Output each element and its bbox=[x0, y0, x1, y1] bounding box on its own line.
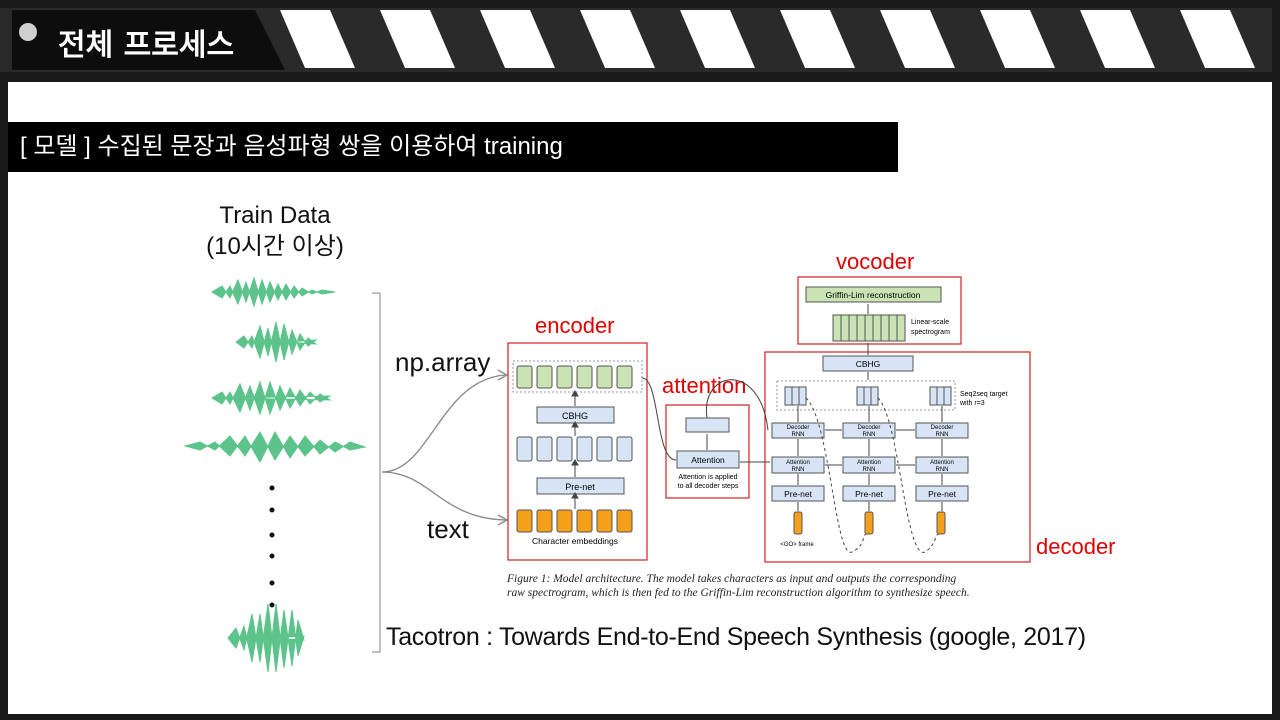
arrow-to-encoder-top bbox=[381, 374, 506, 473]
page-title: 전체 프로세스 bbox=[58, 28, 235, 63]
seq2seq-text-2: with r=3 bbox=[959, 400, 985, 407]
subtitle-banner: [ 모델 ] 수집된 문장과 음성파형 쌍을 이용하여 training bbox=[8, 122, 898, 172]
waveform-icon bbox=[235, 321, 318, 363]
svg-text:RNN: RNN bbox=[863, 432, 876, 438]
spectrogram-cells bbox=[832, 314, 906, 342]
spectrogram-text: spectrogram bbox=[911, 329, 950, 336]
encoder-label: encoder bbox=[535, 313, 615, 338]
caption-line-2: raw spectrogram, which is then fed to th… bbox=[507, 587, 970, 599]
char-embedding-cells bbox=[516, 509, 633, 533]
encoder-hidden-cells bbox=[516, 436, 633, 462]
bracket bbox=[372, 292, 381, 653]
encoder-prenet-box bbox=[536, 477, 625, 495]
svg-text:Decoder: Decoder bbox=[858, 425, 881, 431]
attention-box bbox=[676, 450, 740, 469]
seq2seq-text-1: Seq2seq target bbox=[960, 391, 1008, 398]
svg-text:Attention: Attention bbox=[786, 460, 810, 466]
text-label: text bbox=[427, 514, 469, 544]
np-array-label: np.array bbox=[395, 347, 491, 377]
svg-text:RNN: RNN bbox=[863, 467, 876, 473]
attention-rnn-boxes bbox=[771, 456, 969, 474]
svg-text:Decoder: Decoder bbox=[931, 425, 954, 431]
svg-text:RNN: RNN bbox=[936, 467, 949, 473]
svg-text:RNN: RNN bbox=[792, 432, 805, 438]
waveform-icon bbox=[183, 430, 367, 464]
vocoder-outline bbox=[797, 276, 962, 345]
decoder-label: decoder bbox=[1036, 534, 1116, 559]
waveform-icon bbox=[211, 380, 332, 416]
waveform-icon bbox=[227, 603, 305, 673]
ellipsis-dots bbox=[269, 485, 275, 608]
svg-text:Pre-net: Pre-net bbox=[784, 489, 813, 499]
attention-note-2: to all decoder steps bbox=[678, 483, 739, 490]
decoder-cbhg-box bbox=[822, 355, 914, 372]
header-bar bbox=[0, 0, 1280, 80]
char-embeddings-text: Character embeddings bbox=[532, 536, 618, 546]
decoder-rnn-boxes bbox=[771, 422, 969, 439]
svg-text:RNN: RNN bbox=[792, 467, 805, 473]
go-frame-text: <GO> frame bbox=[780, 542, 814, 548]
train-data-label: Train Data (10시간 이상) bbox=[190, 200, 360, 262]
decoder-input-frames bbox=[793, 511, 946, 535]
svg-text:Attention: Attention bbox=[857, 460, 881, 466]
encoder-prenet-text: Pre-net bbox=[565, 482, 595, 492]
decoder-outline bbox=[764, 351, 1031, 563]
decoder-prenet-boxes bbox=[771, 485, 969, 502]
caption-line-1: Figure 1: Model architecture. The model … bbox=[507, 573, 957, 585]
griffin-lim-box bbox=[805, 286, 942, 303]
attention-note-1: Attention is applied bbox=[678, 474, 737, 481]
vocoder-label: vocoder bbox=[836, 249, 915, 274]
svg-text:Pre-net: Pre-net bbox=[928, 489, 957, 499]
figure-caption: Figure 1: Model architecture. The model … bbox=[507, 572, 1037, 600]
attention-context-box bbox=[685, 417, 730, 433]
svg-text:Pre-net: Pre-net bbox=[855, 489, 884, 499]
train-data-duration: (10시간 이상) bbox=[206, 233, 344, 260]
attention-box-text: Attention bbox=[691, 455, 725, 465]
attention-label: attention bbox=[662, 373, 747, 398]
linear-scale-text: Linear-scale bbox=[911, 319, 949, 326]
seq2seq-frames bbox=[784, 386, 952, 406]
waveform-icon bbox=[211, 276, 336, 308]
encoder-cbhg-text: CBHG bbox=[562, 411, 588, 421]
clapperboard-stripes bbox=[0, 0, 1280, 80]
encoder-outline bbox=[507, 342, 648, 561]
decoder-cbhg-text: CBHG bbox=[856, 359, 881, 369]
train-data-title: Train Data bbox=[219, 202, 331, 229]
svg-text:Decoder: Decoder bbox=[787, 425, 810, 431]
griffin-lim-text: Griffin-Lim reconstruction bbox=[826, 290, 921, 300]
svg-text:Attention: Attention bbox=[930, 460, 954, 466]
arrow-to-encoder-bottom bbox=[381, 471, 506, 521]
encoder-output-cells bbox=[516, 365, 633, 389]
citation-text: Tacotron : Towards End-to-End Speech Syn… bbox=[386, 623, 1086, 651]
svg-text:RNN: RNN bbox=[936, 432, 949, 438]
